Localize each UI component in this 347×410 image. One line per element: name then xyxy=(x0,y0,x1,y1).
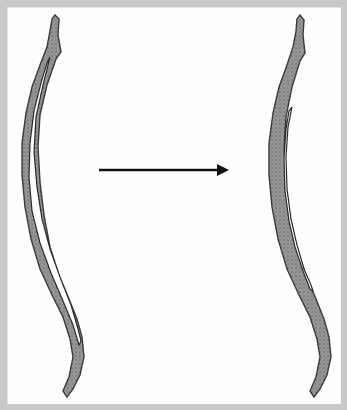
arrow xyxy=(99,164,229,176)
diagram-canvas xyxy=(7,7,341,404)
arrow-head xyxy=(217,164,229,176)
structure-after-body xyxy=(269,15,331,397)
structure-after xyxy=(269,15,331,397)
structure-before xyxy=(22,15,84,397)
figure-inner xyxy=(7,7,341,404)
